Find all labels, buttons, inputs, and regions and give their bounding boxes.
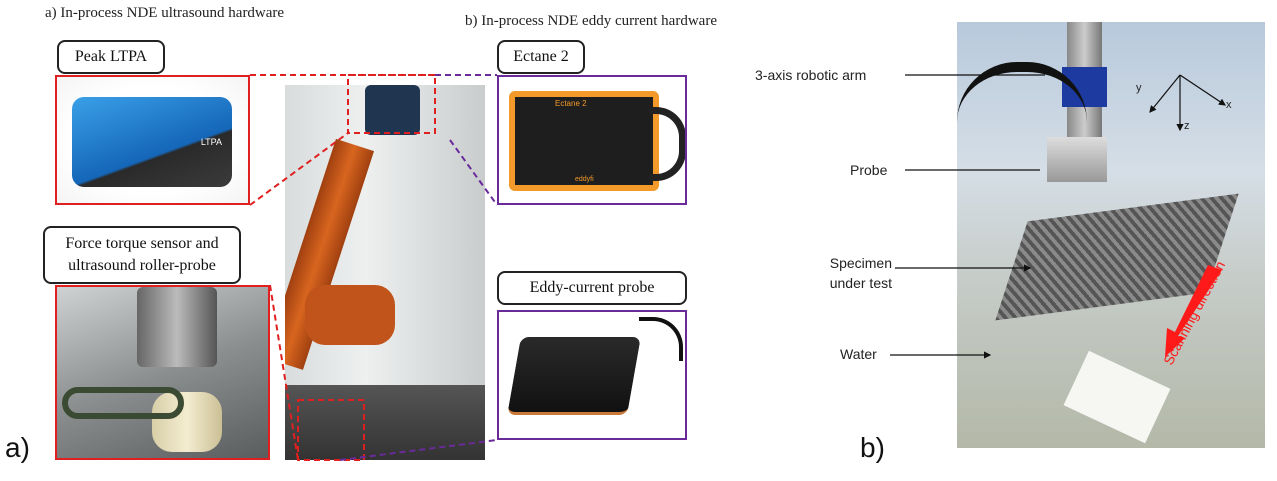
- axis-x-label: x: [1226, 99, 1232, 111]
- probe-holder: [1047, 137, 1107, 182]
- ectane-photo: Ectane 2 eddyfi: [497, 75, 687, 205]
- scan-direction-arrow: [1165, 265, 1222, 357]
- ectane-label: Ectane 2: [497, 40, 585, 74]
- robot-head: [365, 85, 420, 135]
- callout-robotic-arm: 3-axis robotic arm: [755, 67, 867, 83]
- eddy-probe-label: Eddy-current probe: [497, 271, 687, 305]
- ultrasound-heading: a) In-process NDE ultrasound hardware: [45, 5, 285, 21]
- probe-cable: [957, 62, 1087, 132]
- robot-photo: [285, 85, 485, 460]
- panel-a-label: a): [5, 432, 30, 463]
- peak-ltpa-label: Peak LTPA: [57, 40, 165, 74]
- peak-ltpa-photo: LTPA: [55, 75, 250, 205]
- tank-photo: [957, 22, 1265, 448]
- ectane-device: Ectane 2 eddyfi: [509, 91, 659, 191]
- eddy-probe-cable: [639, 317, 683, 361]
- ectane-handle: [649, 107, 685, 181]
- force-torque-photo: [55, 285, 270, 460]
- ltpa-device: LTPA: [72, 97, 232, 187]
- ltpa-device-text: LTPA: [200, 137, 222, 147]
- eddy-heading: b) In-process NDE eddy current hardware: [465, 13, 717, 29]
- callout-water: Water: [840, 346, 877, 362]
- force-torque-label: Force torque sensor and ultrasound rolle…: [43, 226, 241, 284]
- force-sensor: [137, 287, 217, 367]
- panel-b-label: b): [860, 432, 885, 463]
- robot-floor: [285, 385, 485, 460]
- ectane-device-text: Ectane 2: [555, 99, 587, 108]
- eddyfi-text: eddyfi: [575, 176, 594, 183]
- callout-specimen: Specimen under test: [829, 255, 892, 291]
- roller-probe: [152, 392, 222, 452]
- robot-elbow: [305, 285, 395, 345]
- probe-cable: [62, 387, 184, 419]
- callout-probe: Probe: [850, 162, 888, 178]
- axis-y-label: y: [1136, 82, 1142, 94]
- eddy-probe-photo: [497, 310, 687, 440]
- axis-z-label: z: [1184, 120, 1190, 132]
